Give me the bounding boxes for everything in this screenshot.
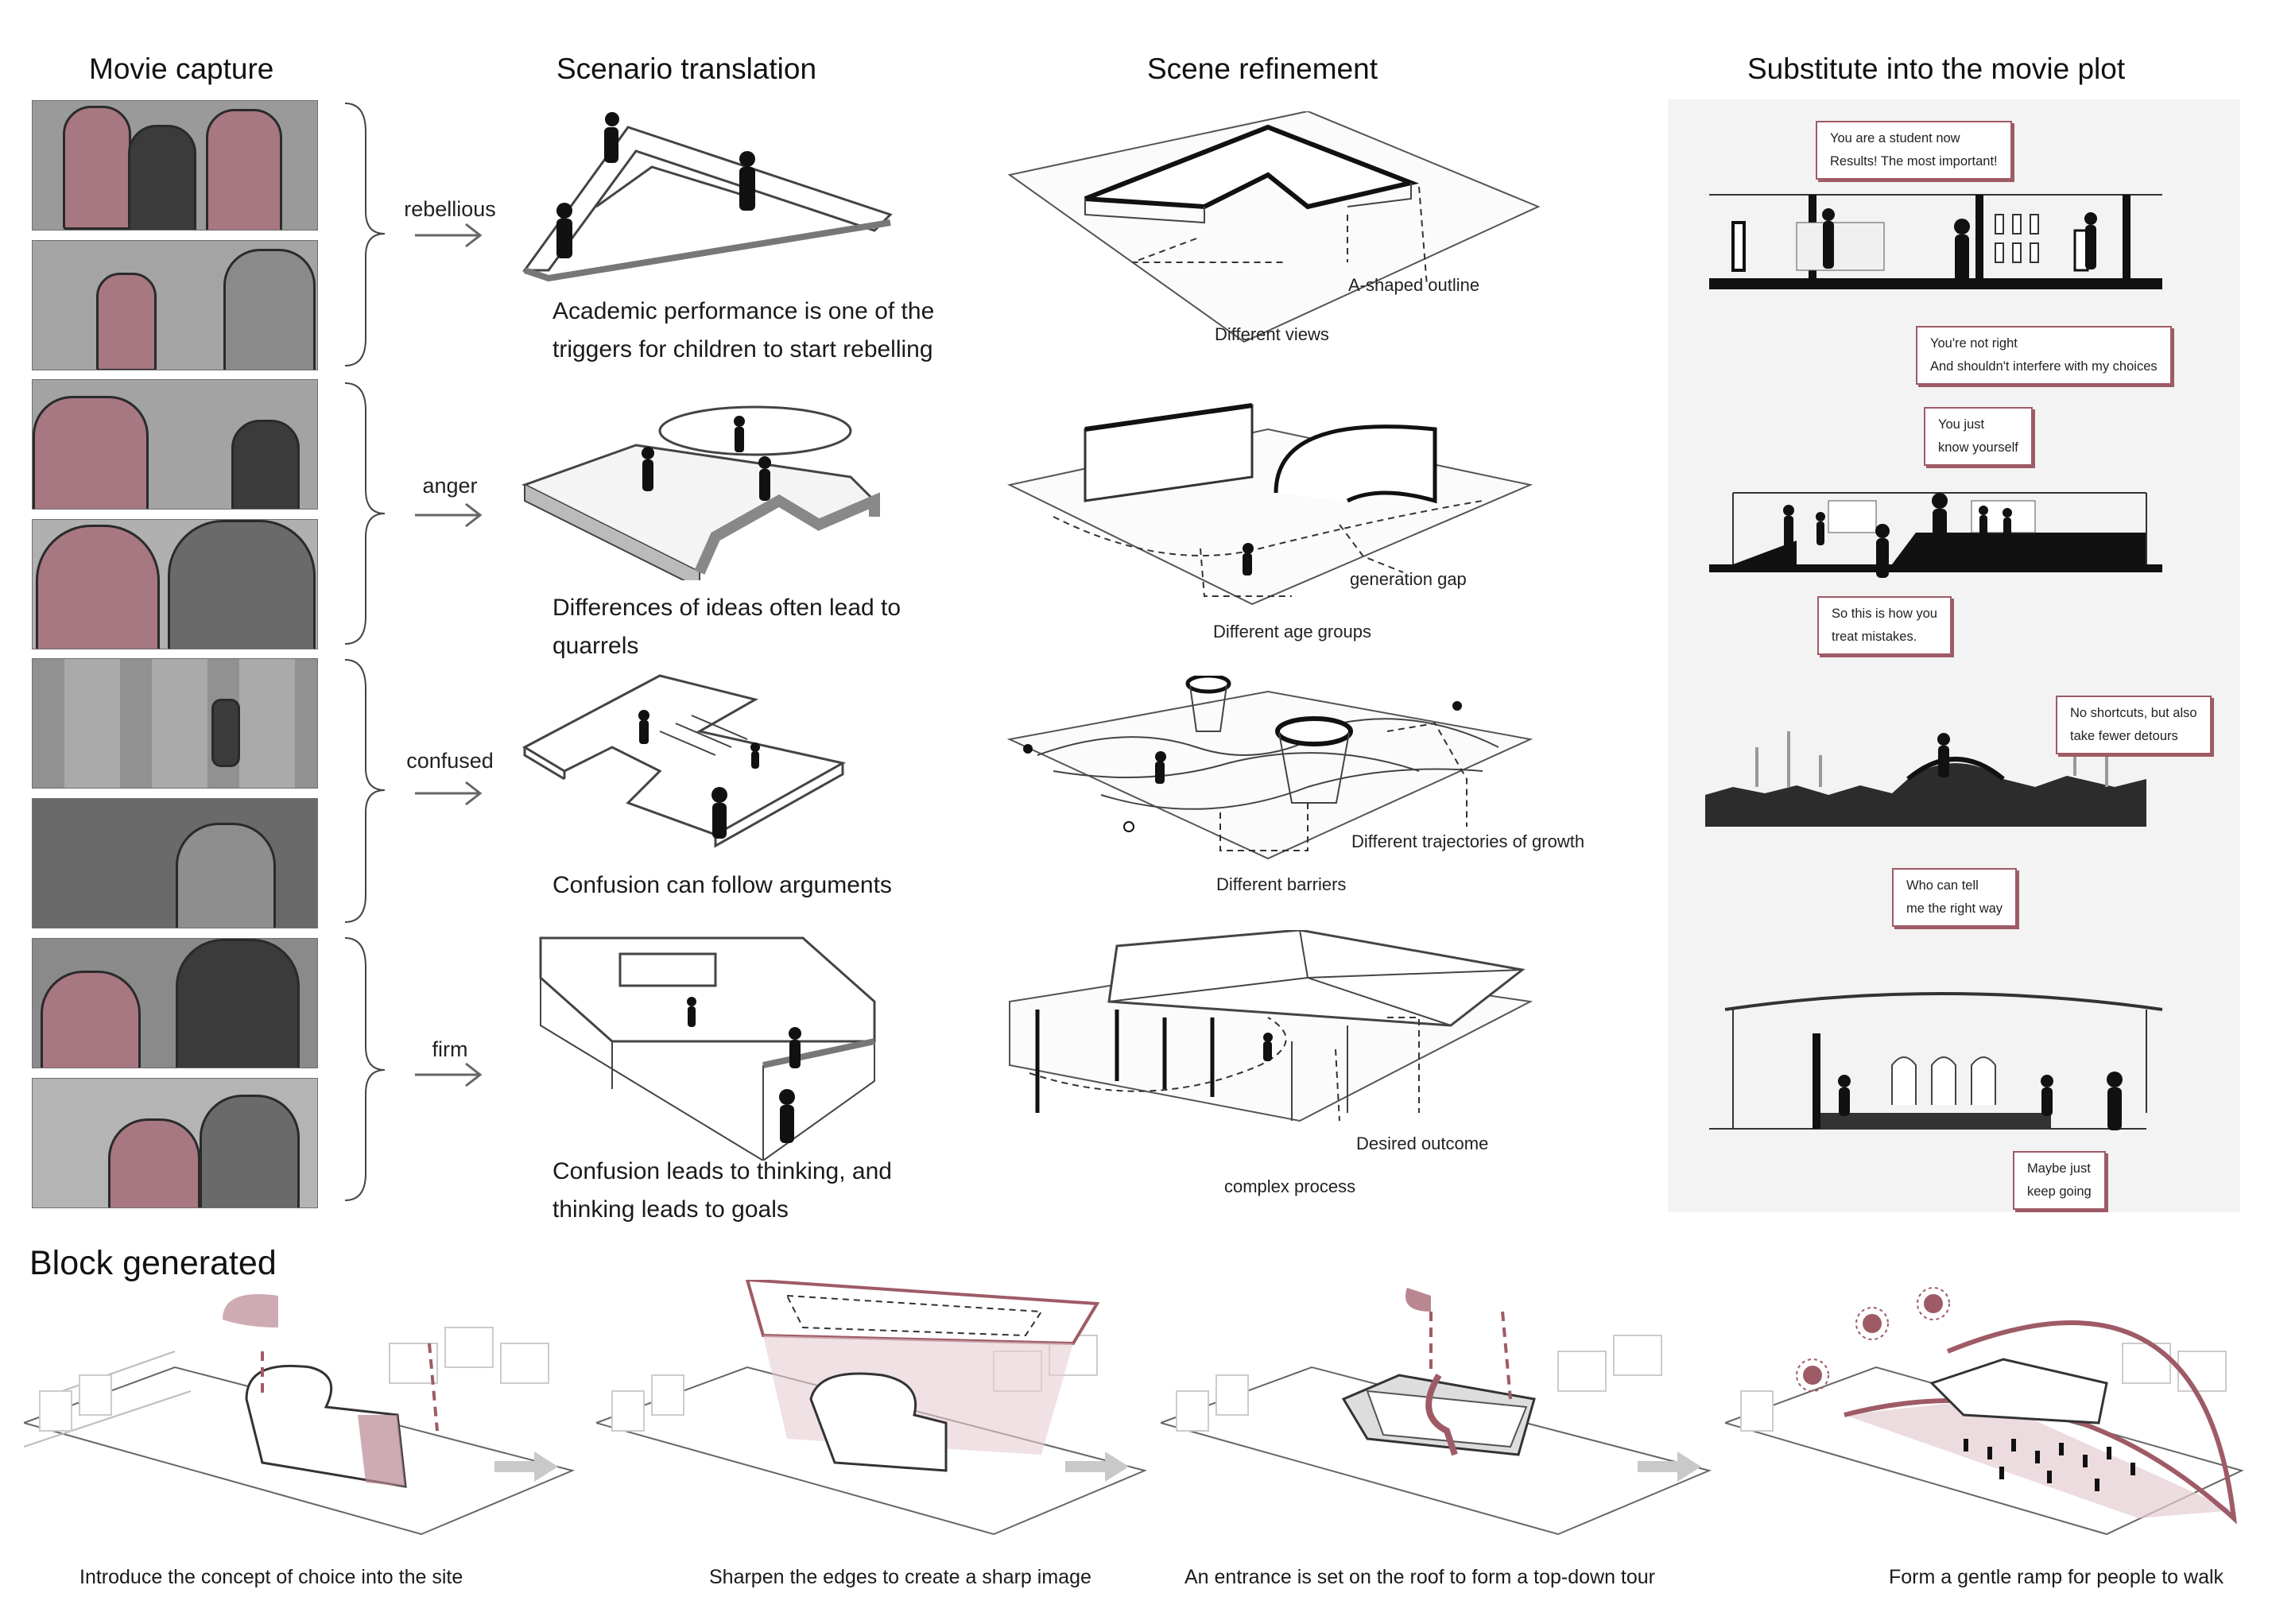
title-substitute: Substitute into the movie plot [1747, 52, 2126, 85]
title-movie-capture: Movie capture [89, 52, 274, 85]
refinement-sketch-1 [1007, 111, 1541, 343]
refinement-sketch-3 [1006, 676, 1533, 860]
progress-arrow-icon [1638, 1452, 1701, 1482]
refinement-label: A-shaped outline [1348, 275, 1480, 295]
refinement-label: Different barriers [1216, 874, 1347, 894]
movie-frame [32, 1078, 318, 1208]
arrow-icon [415, 781, 483, 806]
progress-arrow-icon [1065, 1452, 1129, 1482]
refinement-label: Different age groups [1213, 622, 1371, 641]
block-step-caption: An entrance is set on the roof to form a… [1184, 1566, 1655, 1588]
block-diagram-2 [596, 1280, 1148, 1536]
movie-frame [32, 379, 318, 510]
refinement-label: Different views [1215, 324, 1329, 344]
block-step-caption: Introduce the concept of choice into the… [79, 1566, 463, 1588]
movie-frame [32, 658, 318, 789]
emotion-label: anger [422, 474, 478, 498]
refinement-sketch-4 [1009, 930, 1533, 1122]
title-scene-refinement: Scene refinement [1147, 52, 1378, 85]
scenario-sketch-1 [522, 112, 893, 282]
scenario-caption: Confusion can follow arguments [552, 872, 892, 898]
arrow-icon [415, 1062, 483, 1087]
refinement-label: generation gap [1350, 569, 1467, 589]
plot-section-4 [1709, 992, 2163, 1130]
movie-frame [32, 240, 318, 370]
block-generated-title: Block generated [29, 1244, 277, 1282]
block-diagram-1 [24, 1294, 576, 1536]
emotion-label: rebellious [404, 197, 496, 221]
block-diagram-4 [1725, 1287, 2244, 1536]
grouping-braces [344, 103, 386, 1201]
scenario-sketch-3 [521, 674, 847, 848]
plot-section-1 [1709, 194, 2162, 289]
arrow-icon [415, 223, 483, 248]
title-scenario-translation: Scenario translation [556, 52, 817, 85]
plot-section-2 [1709, 492, 2162, 578]
movie-frame [32, 938, 318, 1068]
arrow-icon [415, 502, 483, 528]
refinement-label: Desired outcome [1356, 1134, 1489, 1153]
emotion-label: firm [432, 1037, 468, 1061]
refinement-sketch-2 [1006, 403, 1533, 606]
block-step-caption: Form a gentle ramp for people to walk [1889, 1566, 2224, 1588]
refinement-label: Different trajectories of growth [1351, 831, 1585, 851]
scenario-sketch-4 [539, 936, 876, 1161]
movie-frame [32, 798, 318, 928]
refinement-label: complex process [1224, 1176, 1356, 1196]
block-diagram-3 [1161, 1288, 1712, 1536]
progress-arrow-icon [494, 1452, 558, 1482]
movie-frame [32, 100, 318, 231]
movie-frame [32, 519, 318, 649]
scenario-sketch-2 [521, 405, 880, 580]
block-step-caption: Sharpen the edges to create a sharp imag… [709, 1566, 1091, 1588]
emotion-label: confused [406, 749, 494, 773]
